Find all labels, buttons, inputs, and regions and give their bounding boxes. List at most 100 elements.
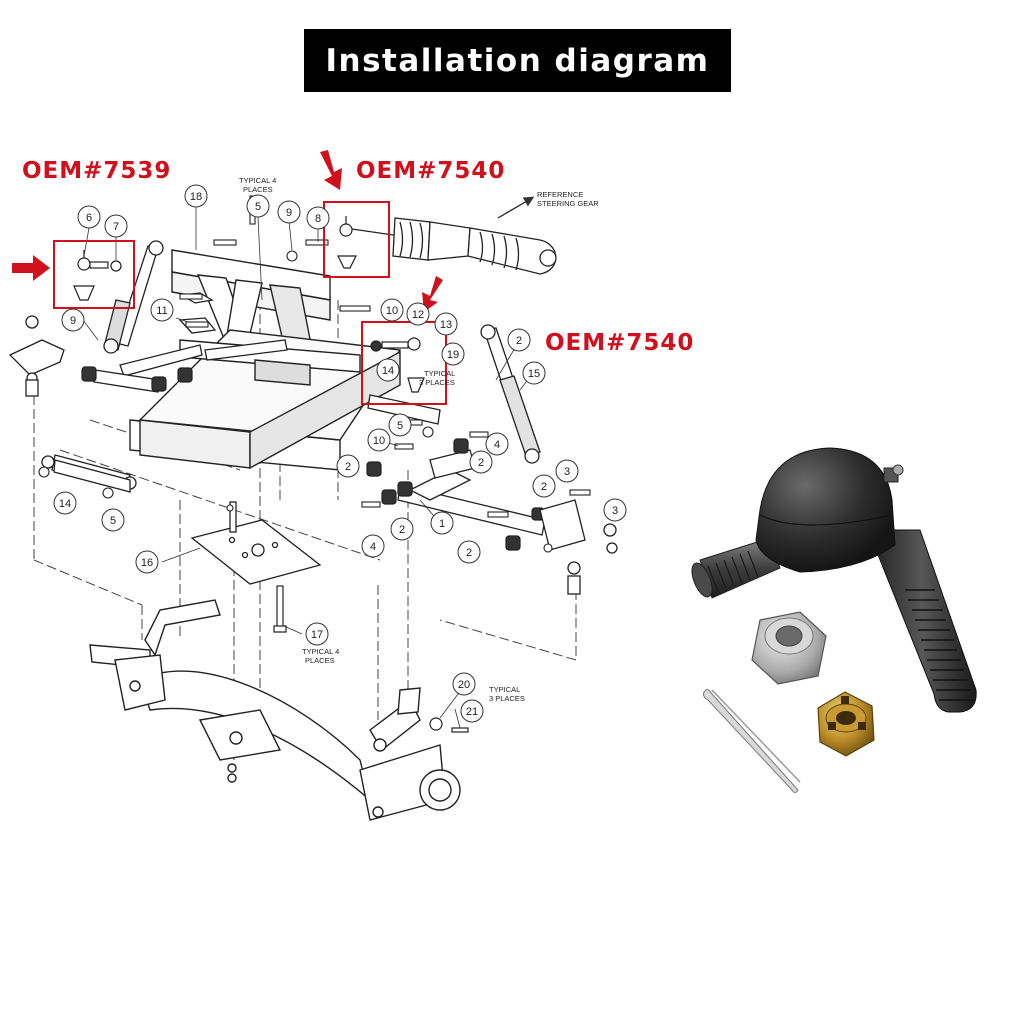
callout-label-16: 16 <box>141 557 153 569</box>
callout-circle-2 <box>507 328 531 352</box>
note-typical-4c: TYPICAL 4 <box>302 647 339 656</box>
callout-circle-2 <box>532 474 556 498</box>
callout-circle-12 <box>406 302 430 326</box>
hex-nut-photo <box>751 611 827 685</box>
callout-circle-1 <box>430 511 454 535</box>
callout-circle-18 <box>184 184 208 208</box>
callout-label-2: 2 <box>399 524 405 536</box>
tie-rod-end-right <box>370 337 425 393</box>
mount-plate-16 <box>190 501 322 585</box>
note-reference: REFERENCE <box>537 190 583 199</box>
callout-label-5: 5 <box>110 515 116 527</box>
right-spindle <box>359 687 461 821</box>
callout-circle-2 <box>336 454 360 478</box>
left-bracket <box>8 315 65 397</box>
front-axle-beam <box>89 599 372 802</box>
arrow-right-icon <box>12 255 50 281</box>
page-title: Installation diagram <box>325 42 710 79</box>
cotter-pin-photo <box>702 689 801 793</box>
arrow-down-icon <box>320 150 342 190</box>
callout-label-14: 14 <box>59 498 71 510</box>
callout-label-17: 17 <box>311 629 323 641</box>
callout-label-21: 21 <box>466 706 478 718</box>
misc-bolts <box>38 195 591 553</box>
callout-circle-3 <box>555 459 579 483</box>
callout-circle-5 <box>246 194 270 218</box>
callout-circle-10 <box>380 298 404 322</box>
callout-label-14: 14 <box>382 365 394 377</box>
callout-circle-16 <box>135 550 159 574</box>
note-typical-3a: TYPICAL <box>424 369 455 378</box>
callout-circle-14 <box>376 358 400 382</box>
title-banner: Installation diagram <box>304 29 731 92</box>
note-typical-4b: PLACES <box>243 185 273 194</box>
callout-label-5: 5 <box>397 420 403 432</box>
right-bracket <box>539 499 618 595</box>
callout-circle-3 <box>603 498 627 522</box>
callout-label-4: 4 <box>494 439 500 451</box>
callout-label-8: 8 <box>315 213 321 225</box>
callout-label-5: 5 <box>255 201 261 213</box>
callout-label-1: 1 <box>439 518 445 530</box>
callout-circle-21 <box>460 699 484 723</box>
left-shock-absorber <box>103 240 164 354</box>
callout-circle-10 <box>367 428 391 452</box>
callout-circle-20 <box>452 672 476 696</box>
callout-label-2: 2 <box>478 457 484 469</box>
callout-circle-19 <box>441 342 465 366</box>
callout-circle-13 <box>434 312 458 336</box>
callout-circle-2 <box>390 517 414 541</box>
callout-circle-9 <box>61 308 85 332</box>
oem-label-7540-right: OEM#7540 <box>545 330 695 356</box>
callout-label-10: 10 <box>373 435 385 447</box>
callout-circle-8 <box>306 206 330 230</box>
callout-circle-9 <box>277 200 301 224</box>
oem-label-7540-top: OEM#7540 <box>356 158 506 184</box>
tie-rod-end-photo <box>691 447 977 713</box>
callout-label-7: 7 <box>113 221 119 233</box>
callout-label-3: 3 <box>612 505 618 517</box>
notes: TYPICAL 4 PLACES REFERENCE STEERING GEAR… <box>239 176 599 703</box>
callout-circle-5 <box>101 508 125 532</box>
callout-circle-11 <box>150 298 174 322</box>
right-shock-absorber <box>480 324 541 464</box>
callout-circle-2 <box>469 450 493 474</box>
callout-circle-15 <box>522 361 546 385</box>
callout-circle-17 <box>305 622 329 646</box>
callout-circle-6 <box>77 205 101 229</box>
steering-gear <box>344 196 557 275</box>
oem-label-7539: OEM#7539 <box>22 158 172 184</box>
red-arrows <box>12 150 443 312</box>
callout-label-2: 2 <box>466 547 472 559</box>
tie-rod-end-left <box>73 250 122 301</box>
tie-rod-end-top <box>337 216 357 269</box>
callout-label-2: 2 <box>345 461 351 473</box>
arrow-down-icon-2 <box>422 276 443 312</box>
callout-label-19: 19 <box>447 349 459 361</box>
callout-label-9: 9 <box>70 315 76 327</box>
callout-circle-4 <box>361 534 385 558</box>
callout-label-6: 6 <box>86 212 92 224</box>
note-typical-3d: 3 PLACES <box>489 694 525 703</box>
note-typical-4d: PLACES <box>305 656 335 665</box>
callout-circle-2 <box>457 540 481 564</box>
callout-label-11: 11 <box>156 305 167 317</box>
note-typical-3b: 3 PLACES <box>419 378 455 387</box>
link-14-lower <box>53 459 131 493</box>
fasteners-20-21 <box>429 717 469 733</box>
callout-label-4: 4 <box>370 541 376 553</box>
castle-nut-photo <box>817 691 875 757</box>
callout-label-15: 15 <box>528 368 540 380</box>
note-typical-4a: TYPICAL 4 <box>239 176 276 185</box>
highlight-box-7539 <box>53 240 135 309</box>
bolt-17 <box>273 585 287 633</box>
highlight-box-7540-top <box>323 201 390 278</box>
callout-circle-14 <box>53 491 77 515</box>
callout-circle-5 <box>388 413 412 437</box>
callout-label-12: 12 <box>412 309 424 321</box>
callout-label-2: 2 <box>516 335 522 347</box>
note-typical-3c: TYPICAL <box>489 685 520 694</box>
callout-label-18: 18 <box>190 191 202 203</box>
